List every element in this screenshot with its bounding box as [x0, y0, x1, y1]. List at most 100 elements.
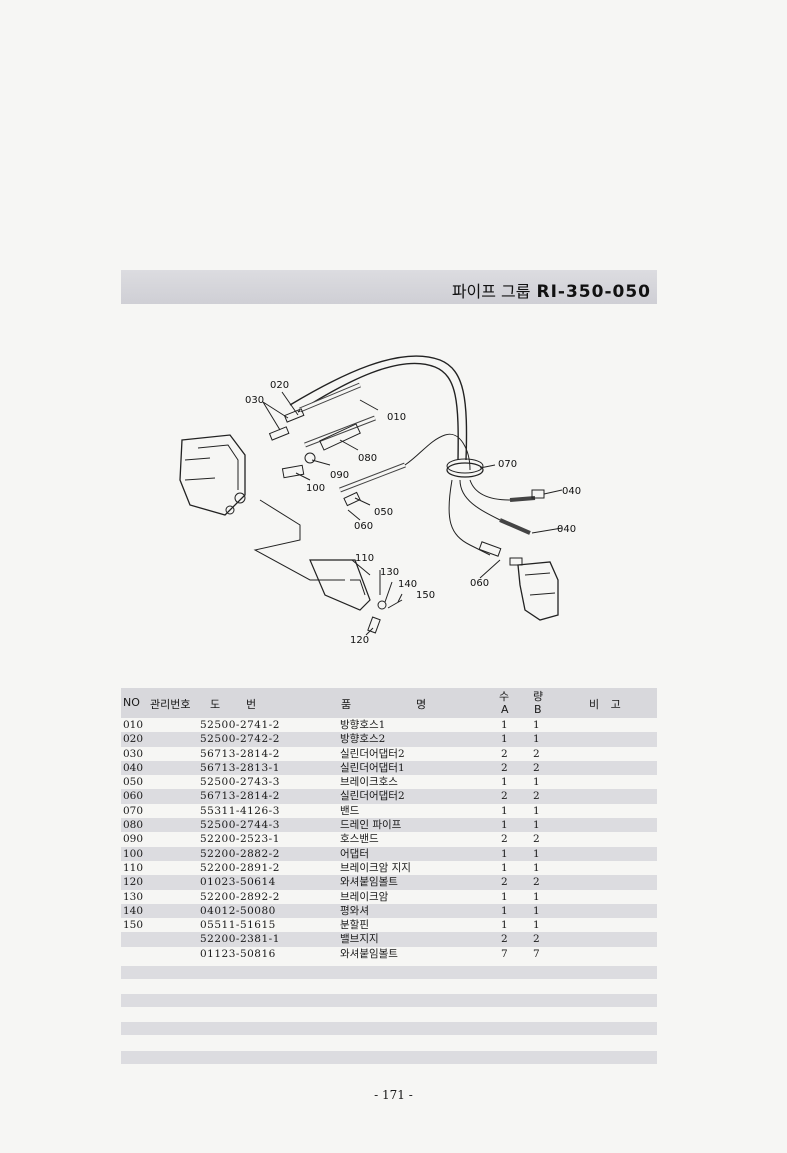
cell-name: 평와셔 — [340, 904, 369, 917]
cell-qty-b: 1 — [533, 804, 540, 817]
section-title-label: 파이프 그룹 — [451, 282, 531, 301]
cell-part-no: 52500-2741-2 — [200, 719, 280, 731]
header-mgmt-no: 관리번호 — [150, 698, 191, 711]
header-name-1: 품 — [341, 698, 352, 711]
cell-qty-b: 2 — [533, 833, 540, 846]
header-qty-b: B — [534, 703, 542, 716]
table-row: 150 05511-51615 분할핀 1 1 — [121, 918, 657, 932]
callout-label: 060 — [354, 521, 373, 532]
cell-name: 브레이크암 지지 — [340, 861, 411, 874]
cell-qty-a: 1 — [501, 719, 508, 731]
callout-label: 130 — [380, 567, 399, 578]
cell-name: 브레이크암 — [340, 890, 389, 903]
cell-name: 밸브지지 — [340, 933, 379, 946]
cell-no: 140 — [123, 904, 144, 917]
blank-table-row — [121, 1022, 657, 1035]
cell-no: 050 — [123, 776, 144, 789]
table-row: 040 56713-2813-1 실린더어댑터1 2 2 — [121, 760, 657, 776]
cell-part-no: 56713-2814-2 — [200, 790, 280, 803]
cell-qty-b: 1 — [533, 776, 540, 789]
cell-name: 분할핀 — [340, 919, 369, 932]
cell-part-no: 52200-2523-1 — [200, 833, 280, 846]
callout-label: 020 — [270, 380, 289, 391]
cell-no: 040 — [123, 761, 144, 774]
cell-no: 120 — [123, 876, 144, 889]
parts-table: NO 관리번호 도 번 품 명 수 량 A B 비 고 010 52500-274… — [121, 688, 657, 961]
cell-no: 020 — [123, 733, 144, 746]
cell-qty-a: 2 — [501, 761, 508, 774]
cell-qty-b: 1 — [533, 861, 540, 874]
cell-name: 방향호스1 — [340, 719, 386, 731]
header-name-2: 명 — [416, 698, 427, 711]
cell-qty-a: 2 — [501, 747, 508, 760]
cell-qty-b: 2 — [533, 933, 540, 946]
cell-no: 080 — [123, 819, 144, 832]
callout-label: 040 — [557, 524, 576, 535]
header-qty-1: 수 — [499, 690, 510, 703]
cell-qty-a: 1 — [501, 904, 508, 917]
cell-part-no: 52200-2891-2 — [200, 861, 280, 874]
header-qty-a: A — [501, 703, 509, 716]
cell-part-no: 55311-4126-3 — [200, 804, 280, 817]
callout-label: 080 — [358, 453, 377, 464]
cell-part-no: 52200-2381-1 — [200, 933, 280, 946]
header-remarks: 비 고 — [589, 698, 625, 711]
table-row: 52200-2381-1 밸브지지 2 2 — [121, 932, 657, 947]
cell-qty-a: 1 — [501, 890, 508, 903]
cell-no: 070 — [123, 804, 144, 817]
blank-table-row — [121, 966, 657, 979]
cell-part-no: 52200-2882-2 — [200, 847, 280, 860]
cell-qty-b: 7 — [533, 947, 540, 960]
cell-part-no: 52200-2892-2 — [200, 890, 280, 903]
table-header: NO 관리번호 도 번 품 명 수 량 A B 비 고 — [121, 688, 657, 718]
cell-qty-a: 2 — [501, 790, 508, 803]
callout-label: 030 — [245, 395, 264, 406]
callout-label: 100 — [306, 483, 325, 494]
callout-label: 150 — [416, 590, 435, 601]
exploded-view-drawing: 020 030 010 080 090 100 050 060 070 040 … — [179, 355, 581, 646]
callout-label: 140 — [398, 579, 417, 590]
cell-qty-a: 2 — [501, 933, 508, 946]
cell-part-no: 52500-2743-3 — [200, 776, 280, 789]
cell-name: 실린더어댑터2 — [340, 790, 405, 803]
cell-qty-a: 1 — [501, 819, 508, 832]
cell-qty-a: 2 — [501, 876, 508, 889]
cell-name: 실린더어댑터2 — [340, 747, 405, 760]
cell-qty-a: 1 — [501, 776, 508, 789]
callout-label: 050 — [374, 507, 393, 518]
cell-part-no: 52500-2742-2 — [200, 733, 280, 746]
cell-part-no: 01023-50614 — [200, 876, 276, 889]
cell-qty-a: 2 — [501, 833, 508, 846]
cell-part-no: 05511-51615 — [200, 919, 276, 932]
cell-no: 010 — [123, 719, 144, 731]
cell-qty-b: 1 — [533, 919, 540, 932]
cell-qty-a: 1 — [501, 919, 508, 932]
cell-part-no: 52500-2744-3 — [200, 819, 280, 832]
cell-part-no: 56713-2813-1 — [200, 761, 280, 774]
cell-qty-b: 2 — [533, 747, 540, 760]
cell-name: 호스밴드 — [340, 833, 379, 846]
cell-no: 110 — [123, 861, 144, 874]
callout-label: 090 — [330, 470, 349, 481]
parts-diagram: 020 030 010 080 090 100 050 060 070 040 … — [170, 330, 590, 660]
cell-name: 실린더어댑터1 — [340, 761, 405, 774]
cell-qty-b: 2 — [533, 790, 540, 803]
cell-no: 150 — [123, 919, 144, 932]
cell-no: 090 — [123, 833, 144, 846]
cell-qty-b: 2 — [533, 761, 540, 774]
callout-label: 070 — [498, 459, 517, 470]
cell-name: 밴드 — [340, 804, 360, 817]
